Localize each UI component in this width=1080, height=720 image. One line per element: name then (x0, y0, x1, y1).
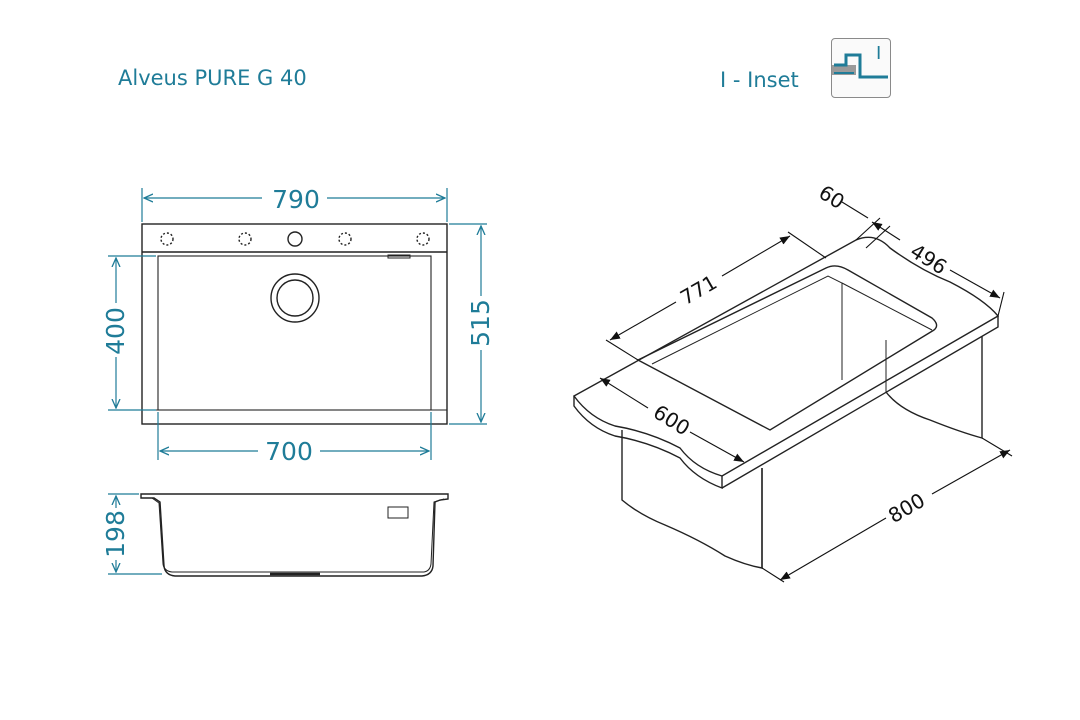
dim-height: 198 (101, 510, 130, 558)
drain-inner (276, 279, 314, 317)
tap-hole-option (160, 232, 174, 246)
side-view-dimensions (108, 493, 162, 575)
dim-cabinet-width: 800 (884, 488, 929, 528)
drain-outer (270, 273, 320, 323)
tap-hole-option (416, 232, 430, 246)
sink-outline (141, 223, 448, 425)
inset-mount-icon: I (831, 38, 891, 98)
dim-bowl-depth: 400 (101, 307, 130, 355)
side-view (140, 493, 449, 577)
bowl-outline (157, 255, 432, 411)
mount-icon-letter: I (876, 43, 881, 64)
product-title: Alveus PURE G 40 (118, 66, 307, 90)
mounting-type-label: I - Inset (720, 68, 799, 92)
overflow-slot (387, 506, 409, 519)
dim-bowl-width: 700 (265, 437, 313, 466)
dim-overall-depth: 515 (466, 299, 495, 347)
dim-overall-width: 790 (272, 185, 320, 214)
tap-hole (287, 231, 303, 247)
dim-edge: 60 (815, 180, 849, 214)
tap-hole-option (238, 232, 252, 246)
top-view-dimensions (108, 188, 487, 460)
top-view (141, 223, 448, 425)
tap-hole-option (338, 232, 352, 246)
cutout-dimensions (599, 201, 1013, 583)
cutout-isometric-view (572, 236, 1000, 569)
dim-cut-width: 771 (676, 270, 721, 310)
